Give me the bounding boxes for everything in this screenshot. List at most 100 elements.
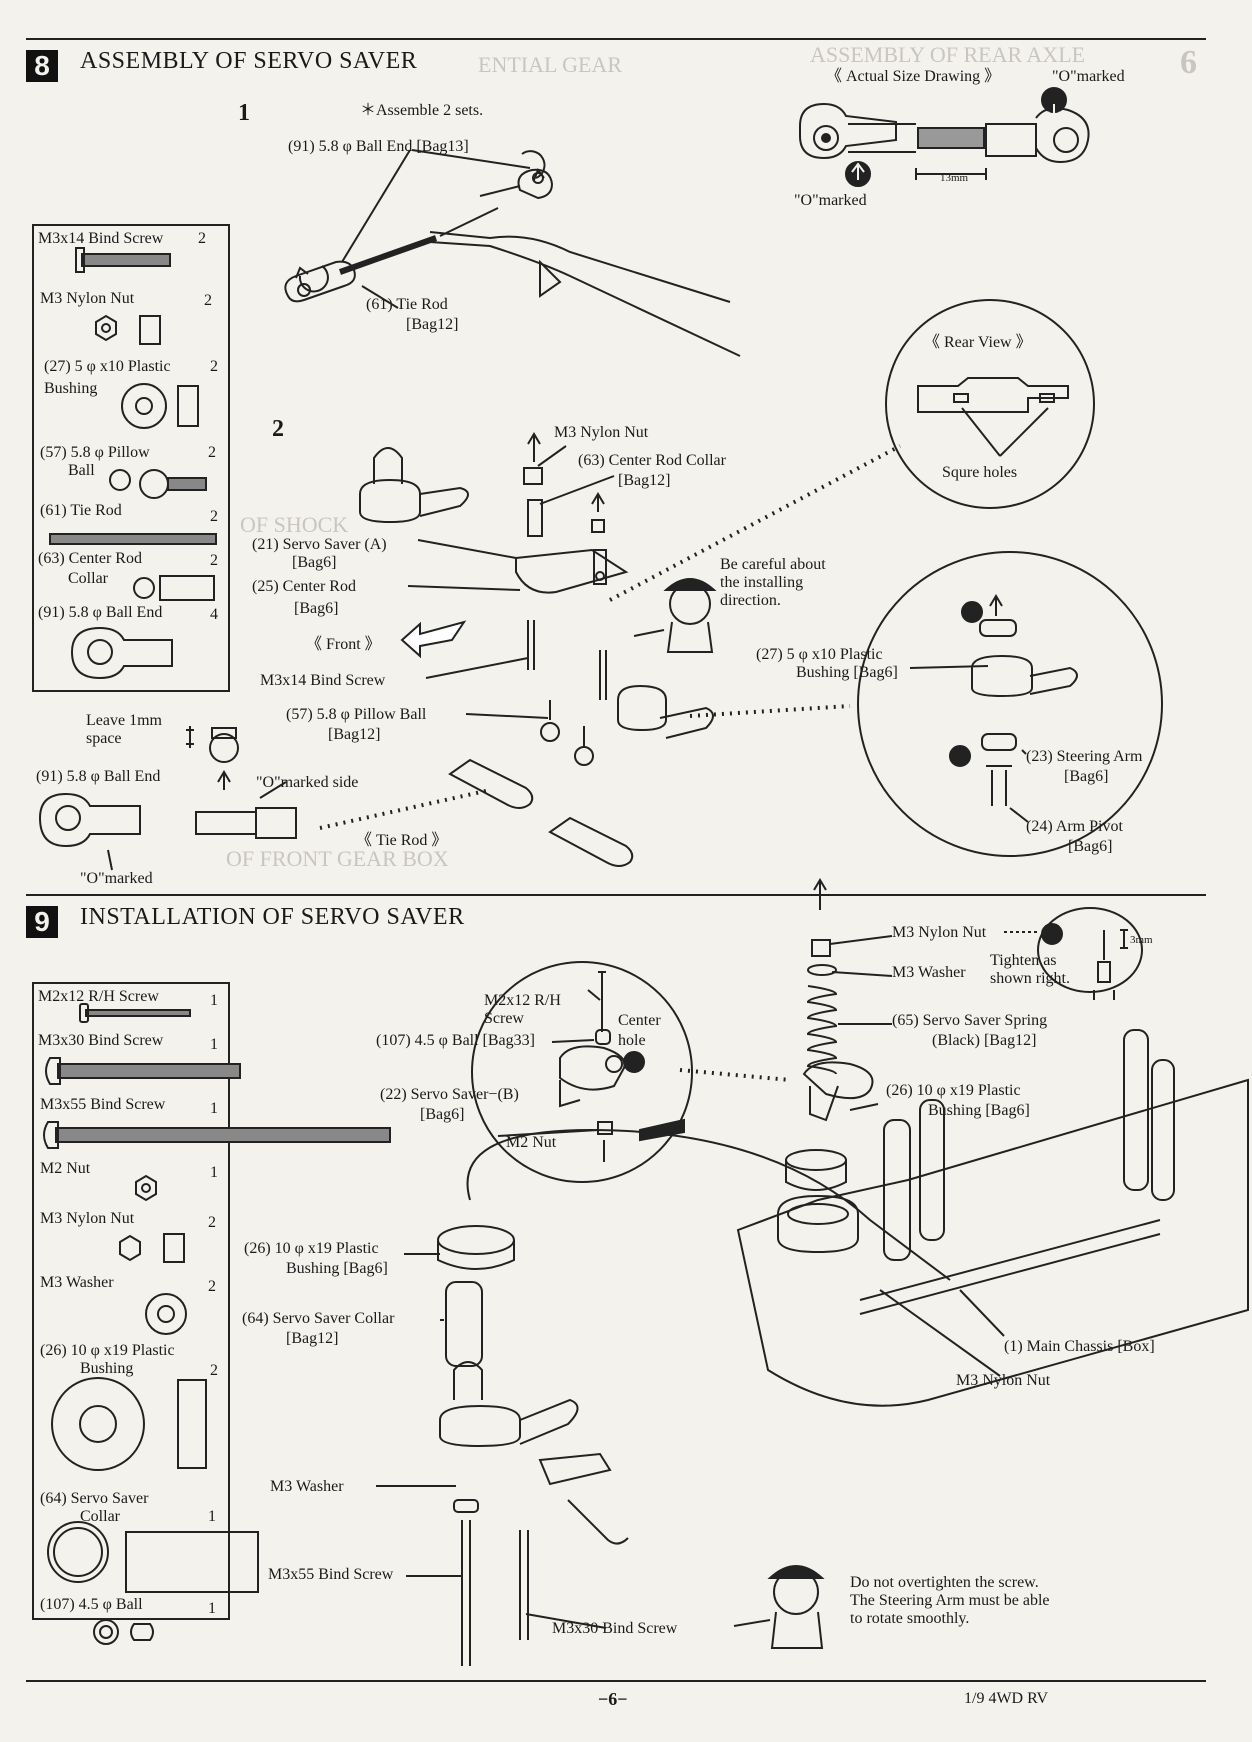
part-m2-nut: M2 Nut xyxy=(40,1160,91,1177)
part-m3-nylon-nut: M3 Nylon Nut xyxy=(40,290,135,307)
part-plastic-bushing-27: (27) 5 φ x10 Plastic xyxy=(44,358,171,375)
part-servo-saver-collar-64-qty: 1 xyxy=(208,1508,216,1525)
label-m3x14-bind-screw: M3x14 Bind Screw xyxy=(260,672,386,689)
label-center-rod-bag: [Bag6] xyxy=(294,600,339,617)
careful-note-line-2: the installing xyxy=(720,574,804,591)
label-m2x12-screw-line-2: Screw xyxy=(484,1010,524,1027)
label-center-hole-line-2: hole xyxy=(618,1032,646,1049)
part-m3x30-bind-screw: M3x30 Bind Screw xyxy=(38,1032,164,1049)
label-arm-pivot-bag: [Bag6] xyxy=(1068,838,1113,855)
label-ball-107: (107) 4.5 φ Ball [Bag33] xyxy=(376,1032,535,1049)
spring-stack-chassis-drawing xyxy=(736,878,1249,1407)
rear-view-title: 《 Rear View 》 xyxy=(924,334,1032,351)
part-m2-nut-qty: 1 xyxy=(210,1164,218,1181)
tie-rod-assembly-drawing xyxy=(284,149,741,357)
label-m3-nylon-nut-top: M3 Nylon Nut xyxy=(892,924,987,941)
label-servo-saver-a: (21) Servo Saver (A) xyxy=(252,536,387,553)
section-8-parts-box xyxy=(32,224,230,692)
part-pillow-ball-57-qty: 2 xyxy=(208,444,216,461)
label-tie-rod-61-bag: [Bag12] xyxy=(406,316,459,333)
label-plastic-bushing-27: (27) 5 φ x10 Plastic xyxy=(756,646,883,663)
section-8-number: 8 xyxy=(26,50,58,82)
part-m3-nylon-nut-qty: 2 xyxy=(208,1214,216,1231)
part-center-rod-collar-63: (63) Center Rod xyxy=(38,550,142,567)
page-number: −6− xyxy=(598,1689,628,1709)
mechanic-mascot-icon-2 xyxy=(733,1565,825,1649)
tighten-note-line-2: shown right. xyxy=(990,970,1070,987)
bleed-through-axle-title: ASSEMBLY OF REAR AXLE xyxy=(810,42,1086,67)
bleed-through-gear-title: ENTIAL GEAR xyxy=(478,52,622,77)
label-m3x55-bind-screw: M3x55 Bind Screw xyxy=(268,1566,394,1583)
part-m3x55-bind-screw: M3x55 Bind Screw xyxy=(40,1096,166,1113)
label-servo-saver-b-bag: [Bag6] xyxy=(420,1106,465,1123)
label-servo-saver-spring: (65) Servo Saver Spring xyxy=(892,1012,1048,1029)
careful-note-line-1: Be careful about xyxy=(720,556,826,573)
part-m3-washer: M3 Washer xyxy=(40,1274,114,1291)
part-servo-saver-collar-64-line-2: Collar xyxy=(80,1508,120,1525)
square-holes-label: Squre holes xyxy=(942,464,1018,481)
warning-line-2: The Steering Arm must be able xyxy=(850,1592,1050,1609)
part-m2x12-screw: M2x12 R/H Screw xyxy=(38,988,159,1005)
label-pillow-ball-bag: [Bag12] xyxy=(328,726,381,743)
section-9-parts-drawings xyxy=(43,1003,391,1645)
part-ball-end-91-qty: 4 xyxy=(210,606,218,623)
part-pillow-ball-57-line-2: Ball xyxy=(68,462,95,479)
label-m3-washer-top: M3 Washer xyxy=(892,964,966,981)
part-ball-end-91: (91) 5.8 φ Ball End xyxy=(38,604,163,621)
actual-size-title: 《 Actual Size Drawing 》 xyxy=(826,68,1001,85)
part-m3-washer-qty: 2 xyxy=(208,1278,216,1295)
bleed-through-axle-number: 6 xyxy=(1180,44,1197,81)
part-m3x30-bind-screw-qty: 1 xyxy=(210,1036,218,1053)
label-steering-arm-bag: [Bag6] xyxy=(1064,768,1109,785)
label-plastic-bushing-26-left: (26) 10 φ x19 Plastic xyxy=(244,1240,379,1257)
part-tie-rod-61-qty: 2 xyxy=(210,508,218,525)
label-center-hole-line-1: Center xyxy=(618,1012,661,1029)
label-center-rod: (25) Center Rod xyxy=(252,578,356,595)
label-m3-nylon-nut: M3 Nylon Nut xyxy=(554,424,649,441)
section-8-parts-drawings xyxy=(49,247,217,680)
label-m2-nut: M2 Nut xyxy=(506,1134,557,1151)
section-8-title: ASSEMBLY OF SERVO SAVER xyxy=(80,48,418,74)
mechanic-mascot-icon xyxy=(633,578,717,653)
part-pillow-ball-57: (57) 5.8 φ Pillow xyxy=(40,444,150,461)
part-servo-saver-collar-64: (64) Servo Saver xyxy=(40,1490,149,1507)
servo-saver-b-detail-drawing xyxy=(471,961,791,1183)
warning-line-1: Do not overtighten the screw. xyxy=(850,1574,1039,1591)
part-tie-rod-61: (61) Tie Rod xyxy=(40,502,122,519)
label-servo-saver-collar-bag: [Bag12] xyxy=(286,1330,339,1347)
actual-size-o-marked-bottom: "O"marked xyxy=(794,192,867,209)
careful-note-line-3: direction. xyxy=(720,592,781,609)
warning-line-3: to rotate smoothly. xyxy=(850,1610,970,1627)
part-m3-nylon-nut-qty: 2 xyxy=(204,292,212,309)
tighten-note-line-1: Tighten as xyxy=(990,952,1057,969)
bleed-through-front-gear: OF FRONT GEAR BOX xyxy=(226,846,449,871)
model-name: 1/9 4WD RV xyxy=(964,1690,1049,1707)
actual-size-o-marked-top: "O"marked xyxy=(1052,68,1125,85)
label-servo-saver-b: (22) Servo Saver−(B) xyxy=(380,1086,519,1103)
part-m3-nylon-nut: M3 Nylon Nut xyxy=(40,1210,135,1227)
leave-space-line-1: Leave 1mm xyxy=(86,712,162,729)
part-center-rod-collar-63-qty: 2 xyxy=(210,552,218,569)
part-plastic-bushing-27-qty: 2 xyxy=(210,358,218,375)
part-m2x12-screw-qty: 1 xyxy=(210,992,218,1009)
label-servo-saver-collar: (64) Servo Saver Collar xyxy=(242,1310,395,1327)
assemble-note: ＊Assemble 2 sets. xyxy=(360,102,484,119)
step-2-number: 2 xyxy=(272,416,284,442)
label-o-marked: "O"marked xyxy=(80,870,153,887)
part-m3x55-bind-screw-qty: 1 xyxy=(210,1100,218,1117)
label-tie-rod: 《 Tie Rod 》 xyxy=(356,832,448,849)
leave-space-drawing xyxy=(38,726,297,871)
leave-space-line-2: space xyxy=(86,730,122,747)
label-front: 《 Front 》 xyxy=(306,636,381,653)
label-plastic-bushing-26-right-bag: Bushing [Bag6] xyxy=(928,1102,1030,1119)
label-steering-arm: (23) Steering Arm xyxy=(1026,748,1143,765)
actual-size-drawing xyxy=(799,87,1090,187)
part-m3x14-bind-screw: M3x14 Bind Screw xyxy=(38,230,164,247)
label-plastic-bushing-26-left-bag: Bushing [Bag6] xyxy=(286,1260,388,1277)
part-plastic-bushing-27-line-2: Bushing xyxy=(44,380,98,397)
section-9-parts-box xyxy=(32,982,230,1620)
part-ball-107-qty: 1 xyxy=(208,1600,216,1617)
label-plastic-bushing-27-bag: Bushing [Bag6] xyxy=(796,664,898,681)
part-plastic-bushing-26-line-2: Bushing xyxy=(80,1360,134,1377)
bleed-through-shock-title: OF SHOCK xyxy=(240,512,349,537)
